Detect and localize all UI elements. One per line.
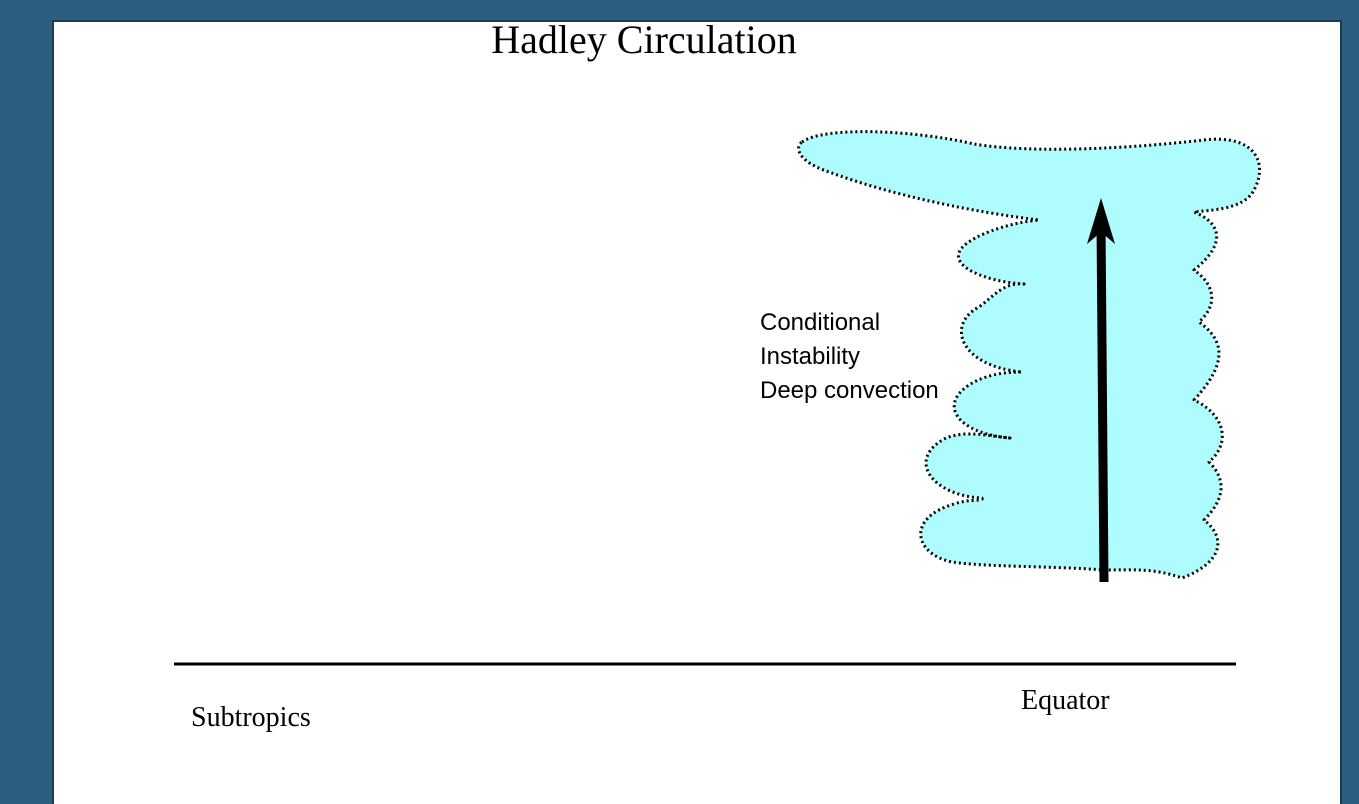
- updraft-arrow-shaft: [1096, 223, 1109, 583]
- hadley-diagram: [174, 130, 1261, 666]
- equator-label: Equator: [1021, 685, 1110, 716]
- cloud-label-line-1: Conditional: [760, 309, 881, 336]
- subtropics-label: Subtropics: [191, 702, 311, 733]
- updraft-arrow-head: [1087, 198, 1115, 244]
- cloud-label-line-2: Instability: [760, 343, 861, 370]
- convective-cloud: [797, 130, 1261, 580]
- cloud-label: Conditional Instability Deep convection: [760, 306, 939, 408]
- cloud-label-line-3: Deep convection: [760, 377, 939, 404]
- slide-title: Hadley Circulation: [491, 20, 797, 62]
- slide: Hadley Circulation Conditional Instabili…: [52, 20, 1342, 804]
